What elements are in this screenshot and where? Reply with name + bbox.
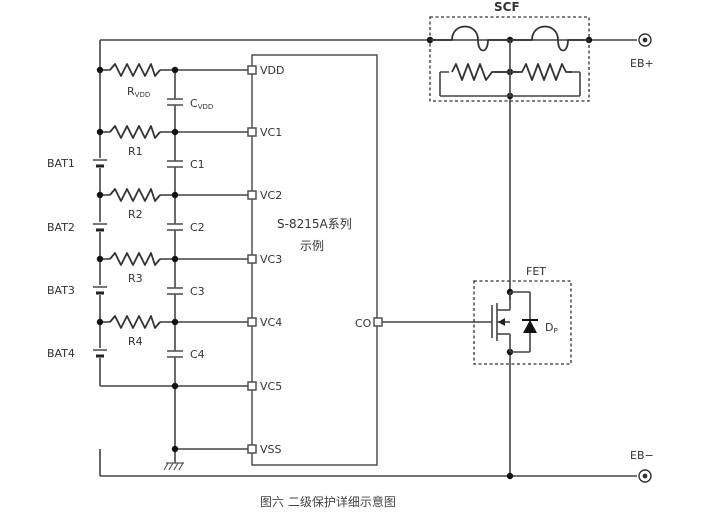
ic-name-label: S-8215A系列	[277, 217, 352, 231]
resistor-rvdd	[109, 63, 161, 77]
ic-sub-label: 示例	[300, 239, 324, 253]
rvdd-label: RVDD	[127, 85, 150, 99]
resistor-r4	[109, 315, 161, 329]
resistors	[109, 63, 161, 329]
resistor-r2	[109, 188, 161, 202]
pin-vc1-label: VC1	[260, 126, 282, 139]
bat4-label: BAT4	[47, 347, 75, 360]
r4-label: R4	[128, 335, 143, 348]
c3-label: C3	[190, 285, 205, 298]
bat1-label: BAT1	[47, 157, 75, 170]
c1-label: C1	[190, 158, 205, 171]
pin-vss-label: VSS	[260, 443, 282, 456]
bat2-label: BAT2	[47, 221, 75, 234]
figure-caption: 图六 二级保护详细示意图	[260, 494, 396, 509]
resistor-r3	[109, 252, 161, 266]
dp-label: DP	[545, 321, 558, 335]
ground-icon	[163, 462, 184, 471]
terminal-eb-plus	[638, 33, 652, 47]
fet-mosfet	[473, 280, 572, 365]
fet-label: FET	[526, 265, 546, 278]
r3-label: R3	[128, 272, 143, 285]
c4-label: C4	[190, 348, 205, 361]
co-pin-label: CO	[355, 317, 372, 330]
pin-vc2-label: VC2	[260, 189, 282, 202]
r1-label: R1	[128, 145, 143, 158]
capacitors	[166, 98, 184, 358]
ic-pins	[247, 65, 383, 454]
cvdd-label: CVDD	[190, 97, 213, 111]
resistor-r1	[109, 125, 161, 139]
pin-vc3-label: VC3	[260, 253, 282, 266]
scf-fuse	[429, 16, 590, 102]
r2-label: R2	[128, 208, 143, 221]
scf-label: SCF	[494, 0, 520, 14]
pin-vc5-label: VC5	[260, 380, 282, 393]
bat3-label: BAT3	[47, 284, 75, 297]
pin-vdd-label: VDD	[260, 64, 284, 77]
batteries	[90, 158, 110, 358]
pin-vc4-label: VC4	[260, 316, 282, 329]
eb-plus-label: EB+	[630, 57, 654, 70]
c2-label: C2	[190, 221, 205, 234]
junction-dots	[96, 36, 593, 480]
eb-minus-label: EB−	[630, 449, 654, 462]
terminal-eb-minus	[638, 469, 652, 483]
